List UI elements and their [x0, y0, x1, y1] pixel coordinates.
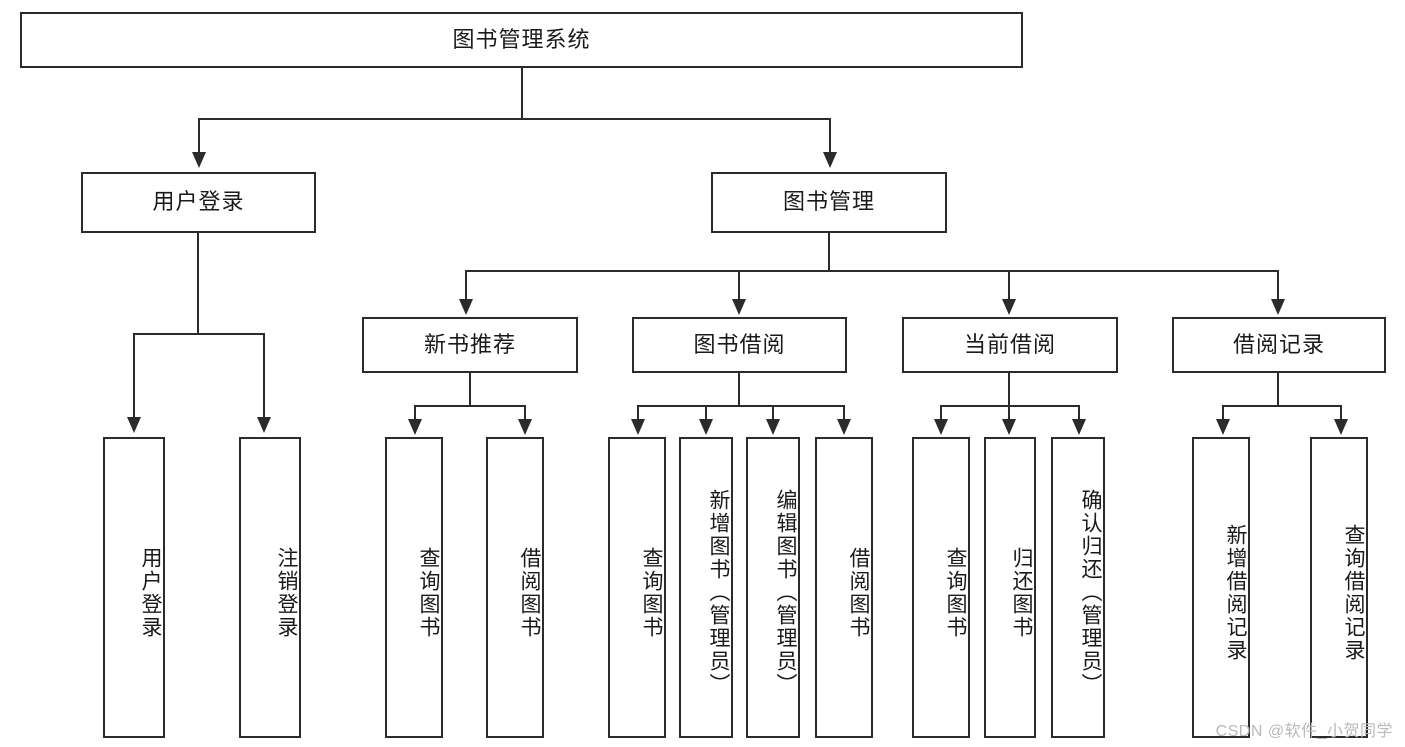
- node-borrow-records[interactable]: 借阅记录: [1172, 317, 1386, 373]
- edge-root-to-user-login: [198, 118, 200, 154]
- edge-user-login-to-leaf-1: [133, 333, 135, 419]
- leaf-label: 确认归还（管理员）: [1079, 489, 1102, 696]
- leaf-label: 借阅图书: [847, 546, 870, 639]
- leaf-label: 归还图书: [1010, 546, 1033, 639]
- edge-root-stem: [521, 68, 523, 118]
- node-label: 当前借阅: [963, 331, 1056, 357]
- edge-bm-to-new-book: [465, 270, 467, 302]
- leaf-node-query-book-recommend[interactable]: 查询图书: [385, 437, 443, 738]
- leaf-node-user-login[interactable]: 用户登录: [103, 437, 165, 738]
- arrowhead-bb-to-leaf-5: [631, 419, 645, 435]
- edge-nb-to-leaf-4: [524, 405, 526, 421]
- leaf-label: 新增借阅记录: [1224, 523, 1247, 662]
- leaf-label: 用户登录: [139, 546, 162, 639]
- node-current-borrow[interactable]: 当前借阅: [902, 317, 1118, 373]
- edge-book-borrow-bus: [637, 405, 845, 407]
- node-label: 新书推荐: [423, 331, 516, 357]
- node-root-system[interactable]: 图书管理系统: [20, 12, 1023, 68]
- arrowhead-bm-to-borrow: [732, 299, 746, 315]
- arrowhead-nb-to-leaf-4: [518, 419, 532, 435]
- edge-bb-to-leaf-6: [705, 405, 707, 421]
- arrowhead-root-to-user-login: [192, 152, 206, 168]
- edge-borrow-records-bus: [1222, 405, 1342, 407]
- edge-bb-to-leaf-5: [637, 405, 639, 421]
- edge-user-login-stem: [197, 233, 199, 333]
- edge-bb-to-leaf-8: [843, 405, 845, 421]
- node-book-borrow[interactable]: 图书借阅: [632, 317, 847, 373]
- leaf-label: 新增图书（管理员）: [707, 489, 730, 696]
- arrowhead-user-login-to-leaf-2: [257, 417, 271, 433]
- node-new-book-recommend[interactable]: 新书推荐: [362, 317, 578, 373]
- node-label: 图书管理: [782, 189, 875, 215]
- edge-new-book-stem: [469, 373, 471, 405]
- leaf-node-query-book-current[interactable]: 查询图书: [912, 437, 970, 738]
- edge-book-manage-stem: [828, 233, 830, 270]
- arrowhead-cb-to-leaf-10: [1002, 419, 1016, 435]
- node-label: 借阅记录: [1232, 331, 1325, 357]
- leaf-label: 编辑图书（管理员）: [774, 489, 797, 696]
- edge-cb-to-leaf-10: [1008, 405, 1010, 421]
- edge-cb-to-leaf-9: [940, 405, 942, 421]
- leaf-node-add-borrow-record[interactable]: 新增借阅记录: [1192, 437, 1250, 738]
- arrowhead-bm-to-current-borrow: [1002, 299, 1016, 315]
- edge-br-to-leaf-13: [1340, 405, 1342, 421]
- edge-bm-to-records: [1277, 270, 1279, 302]
- edge-bm-to-current-borrow: [1008, 270, 1010, 302]
- edge-bb-to-leaf-7: [772, 405, 774, 421]
- arrowhead-bb-to-leaf-6: [699, 419, 713, 435]
- node-label: 用户登录: [152, 189, 245, 215]
- edge-current-borrow-stem: [1008, 373, 1010, 405]
- edge-cb-to-leaf-11: [1078, 405, 1080, 421]
- leaf-node-borrow-book[interactable]: 借阅图书: [815, 437, 873, 738]
- leaf-label: 借阅图书: [518, 546, 541, 639]
- node-book-management[interactable]: 图书管理: [711, 172, 947, 233]
- leaf-node-confirm-return-admin[interactable]: 确认归还（管理员）: [1051, 437, 1105, 738]
- edge-nb-to-leaf-3: [414, 405, 416, 421]
- edge-root-to-book-manage: [829, 118, 831, 154]
- edge-bm-to-borrow: [738, 270, 740, 302]
- edge-user-login-bus: [133, 333, 265, 335]
- node-label: 图书借阅: [693, 331, 786, 357]
- leaf-node-edit-book-admin[interactable]: 编辑图书（管理员）: [746, 437, 800, 738]
- arrowhead-bm-to-records: [1271, 299, 1285, 315]
- leaf-label: 查询图书: [640, 546, 663, 639]
- arrowhead-nb-to-leaf-3: [408, 419, 422, 435]
- leaf-node-logout[interactable]: 注销登录: [239, 437, 301, 738]
- arrowhead-br-to-leaf-12: [1216, 419, 1230, 435]
- leaf-label: 查询图书: [944, 546, 967, 639]
- leaf-label: 注销登录: [275, 546, 298, 639]
- edge-book-manage-bus: [465, 270, 1278, 272]
- node-label: 图书管理系统: [452, 26, 591, 52]
- node-user-login[interactable]: 用户登录: [81, 172, 316, 233]
- arrowhead-cb-to-leaf-11: [1072, 419, 1086, 435]
- arrowhead-root-to-book-manage: [823, 152, 837, 168]
- leaf-label: 查询图书: [417, 546, 440, 639]
- edge-user-login-to-leaf-2: [263, 333, 265, 419]
- leaf-node-return-book[interactable]: 归还图书: [984, 437, 1036, 738]
- edge-book-borrow-stem: [738, 373, 740, 405]
- arrowhead-bb-to-leaf-7: [766, 419, 780, 435]
- edge-root-bus: [198, 118, 831, 120]
- arrowhead-bb-to-leaf-8: [837, 419, 851, 435]
- arrowhead-bm-to-new-book: [459, 299, 473, 315]
- leaf-node-add-book-admin[interactable]: 新增图书（管理员）: [679, 437, 733, 738]
- leaf-node-query-book-borrow[interactable]: 查询图书: [608, 437, 666, 738]
- edge-new-book-bus: [414, 405, 526, 407]
- edge-current-borrow-bus: [940, 405, 1080, 407]
- arrowhead-user-login-to-leaf-1: [127, 417, 141, 433]
- leaf-label: 查询借阅记录: [1342, 523, 1365, 662]
- edge-br-to-leaf-12: [1222, 405, 1224, 421]
- edge-borrow-records-stem: [1277, 373, 1279, 405]
- arrowhead-cb-to-leaf-9: [934, 419, 948, 435]
- leaf-node-query-borrow-record[interactable]: 查询借阅记录: [1310, 437, 1368, 738]
- arrowhead-br-to-leaf-13: [1334, 419, 1348, 435]
- leaf-node-borrow-book-recommend[interactable]: 借阅图书: [486, 437, 544, 738]
